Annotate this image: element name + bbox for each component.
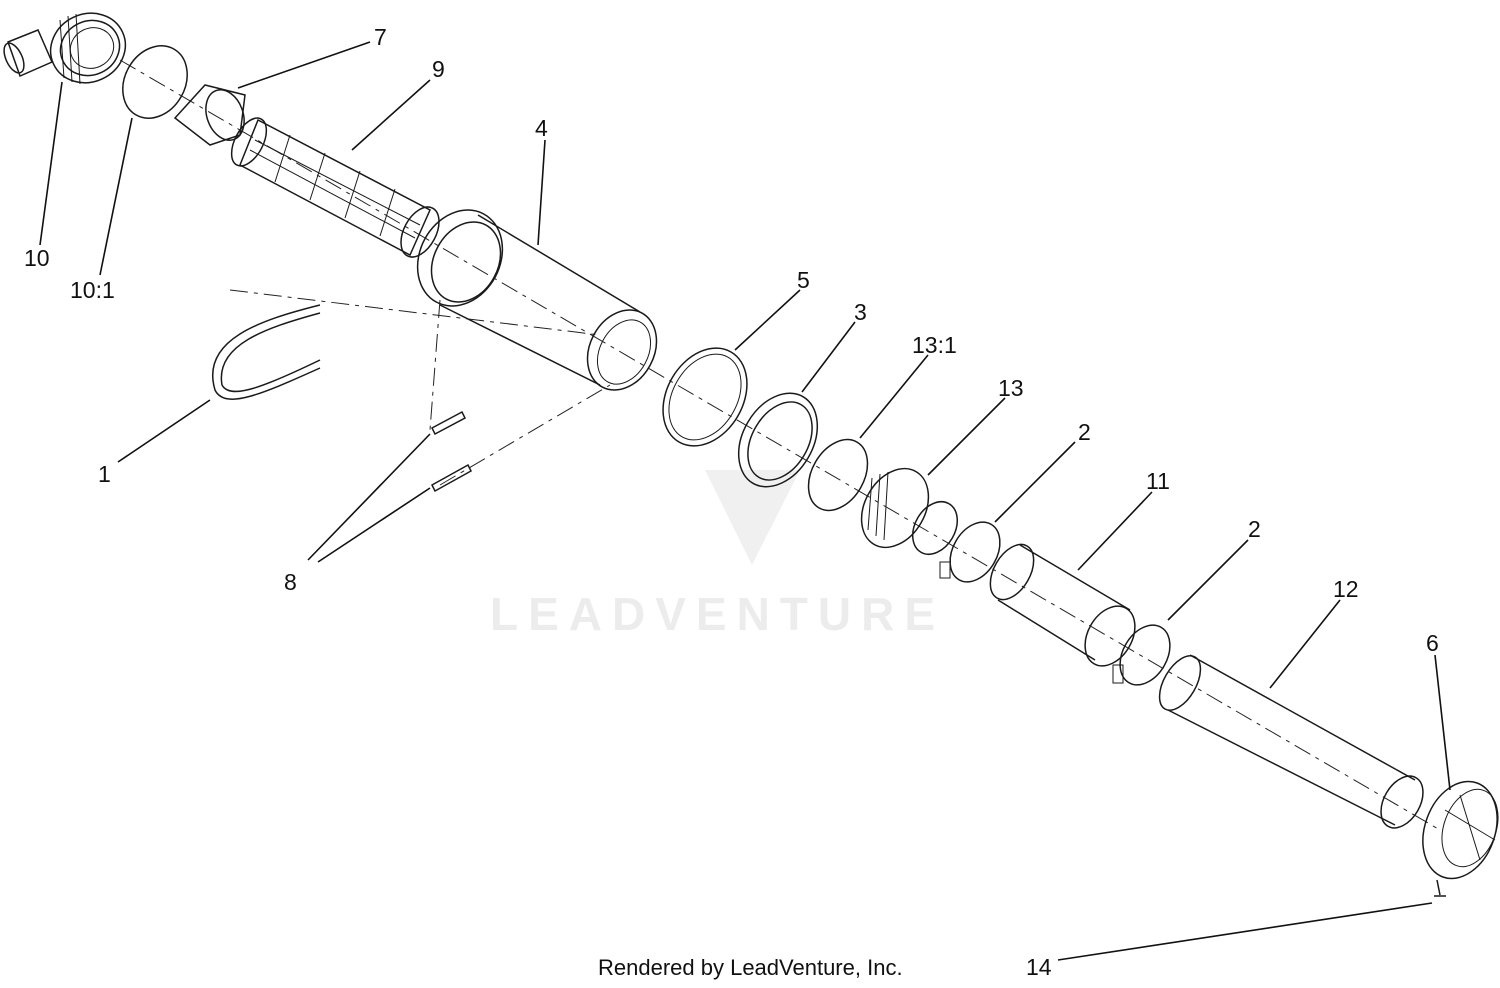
callout-5: 5	[797, 267, 810, 293]
assembly-axis	[119, 59, 1441, 831]
part-3-seal	[737, 392, 819, 488]
callout-13-1: 13:1	[912, 332, 957, 358]
part-5-ring	[662, 347, 748, 447]
part-14-screw	[1434, 879, 1446, 897]
callout-10-1: 10:1	[70, 277, 115, 303]
callout-14: 14	[1026, 954, 1052, 980]
callout-2-upper: 2	[1078, 419, 1091, 445]
pin-axis-upper	[229, 289, 601, 336]
callout-1: 1	[98, 461, 111, 487]
pin-axis-lower-2	[439, 384, 611, 486]
callout-6: 6	[1426, 630, 1439, 656]
callout-10: 10	[24, 245, 50, 271]
part-4-filter-body	[416, 209, 658, 391]
part-12-tube	[1158, 654, 1424, 829]
watermark: LEADVENTURE	[490, 470, 945, 640]
part-7-bracket	[173, 84, 246, 146]
part-6-end-cap	[1422, 780, 1499, 880]
pin-axis-lower	[429, 299, 441, 431]
callout-9: 9	[432, 56, 445, 82]
callout-12: 12	[1333, 576, 1359, 602]
callout-2-lower: 2	[1248, 516, 1261, 542]
callout-11: 11	[1146, 468, 1170, 494]
callout-7: 7	[374, 24, 387, 50]
part-2-clamp-lower	[1112, 624, 1171, 686]
part-8-pins	[431, 410, 472, 493]
watermark-logo	[705, 470, 800, 565]
callout-4: 4	[535, 115, 548, 141]
part-13-1-o-ring	[807, 438, 869, 512]
callouts: 10 10:1 7 9 4 1 8 5 3 13:1 13 2 11 2 12 …	[24, 24, 1439, 980]
part-10-elbow-fitting	[3, 12, 127, 85]
part-9-strainer	[230, 117, 440, 258]
callout-3: 3	[854, 299, 867, 325]
callout-13: 13	[998, 375, 1024, 401]
callout-8: 8	[284, 569, 297, 595]
watermark-text: LEADVENTURE	[490, 588, 945, 640]
part-13-adapter	[860, 467, 959, 555]
leader-lines	[39, 41, 1451, 961]
part-1-loop-cable	[212, 304, 321, 400]
render-credit: Rendered by LeadVenture, Inc.	[598, 955, 903, 980]
part-11-hose	[989, 543, 1136, 667]
part-2-clamp-upper	[939, 521, 1001, 583]
part-10-1-o-ring	[122, 45, 188, 119]
